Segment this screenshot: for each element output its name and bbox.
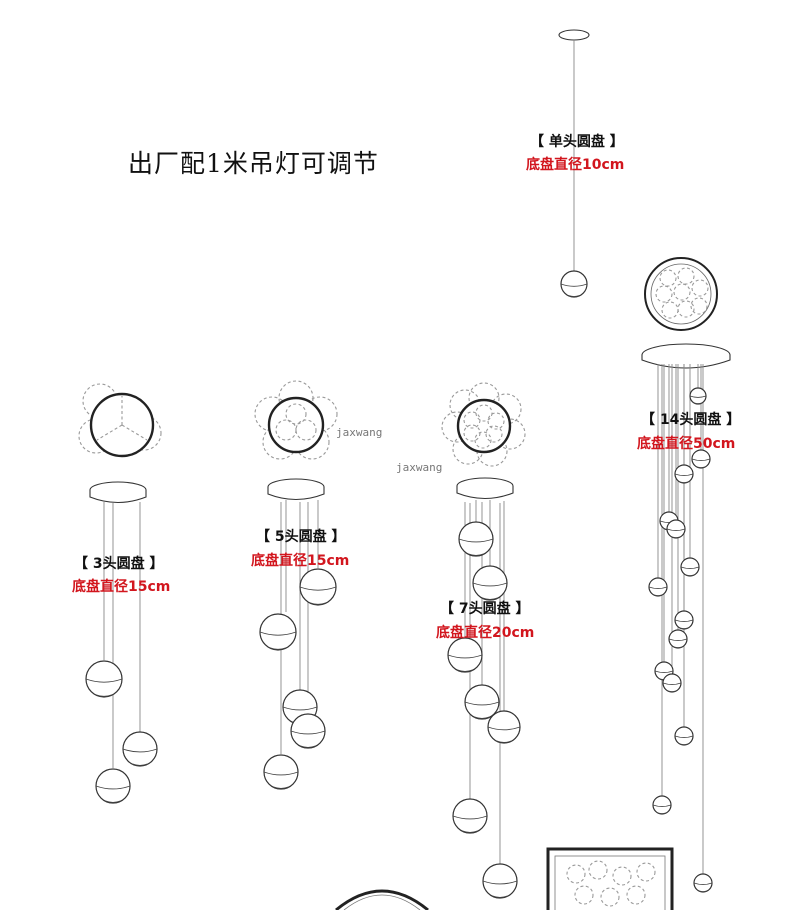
- single-head-lamp: [558, 29, 590, 298]
- pendant-ball: [666, 519, 686, 539]
- fourteen-head-plate-top-view: [644, 257, 718, 331]
- five-head-spec: 底盘直径15cm: [251, 552, 349, 569]
- seven-head-plate-top-view: [441, 382, 526, 467]
- pendant-ball: [689, 387, 707, 405]
- single-head-spec: 底盘直径10cm: [526, 156, 624, 173]
- bottom-plate-partial: [335, 889, 429, 910]
- five-head-name: 【 5头圆盘 】: [256, 528, 346, 545]
- pendant-ball: [299, 568, 337, 606]
- pendant-ball: [487, 710, 521, 744]
- pendant-ball: [464, 684, 500, 720]
- pendant-ball: [447, 637, 483, 673]
- pendant-ball: [259, 613, 297, 651]
- pendant-ball: [560, 270, 588, 298]
- pendant-ball: [482, 863, 518, 899]
- pendant-ball: [693, 873, 713, 893]
- pendant-ball: [652, 795, 672, 815]
- pendant-ball: [95, 768, 131, 804]
- watermark: jaxwang: [396, 461, 442, 474]
- single-head-name: 【 单头圆盘 】: [530, 133, 624, 150]
- pendant-ball: [674, 610, 694, 630]
- seven-head-spec: 底盘直径20cm: [436, 624, 534, 641]
- pendant-ball: [472, 565, 508, 601]
- pendant-ball: [290, 713, 326, 749]
- bottom-square-plate-partial: [546, 847, 674, 910]
- watermark: jaxwang: [336, 426, 382, 439]
- seven-head-name: 【 7头圆盘 】: [440, 600, 530, 617]
- pendant-ball: [452, 798, 488, 834]
- pendant-ball: [263, 754, 299, 790]
- five-head-plate-top-view: [254, 380, 338, 460]
- pendant-ball: [668, 629, 688, 649]
- three-head-name: 【 3头圆盘 】: [74, 555, 164, 572]
- canopy: [558, 29, 590, 41]
- fourteen-head-lamp: [641, 257, 731, 893]
- pendant-ball: [122, 731, 158, 767]
- fourteen-head-name: 【 14头圆盘 】: [641, 411, 740, 428]
- three-head-plate-top-view: [78, 383, 162, 458]
- pendant-ball: [680, 557, 700, 577]
- fourteen-head-spec: 底盘直径50cm: [637, 435, 735, 452]
- diagram-title: 出厂配1米吊灯可调节: [128, 149, 379, 178]
- three-head-spec: 底盘直径15cm: [72, 578, 170, 595]
- three-head-lamp: [78, 383, 162, 804]
- pendant-ball: [458, 521, 494, 557]
- pendant-ball: [85, 660, 123, 698]
- pendant-ball: [674, 726, 694, 746]
- pendant-ball: [560, 270, 588, 298]
- pendant-ball: [691, 449, 711, 469]
- canopy-rim: [89, 490, 147, 504]
- five-head-lamp: [254, 380, 338, 790]
- pendant-ball: [662, 673, 682, 693]
- seven-head-lamp: [441, 382, 526, 899]
- pendant-ball: [674, 464, 694, 484]
- pendant-ball: [648, 577, 668, 597]
